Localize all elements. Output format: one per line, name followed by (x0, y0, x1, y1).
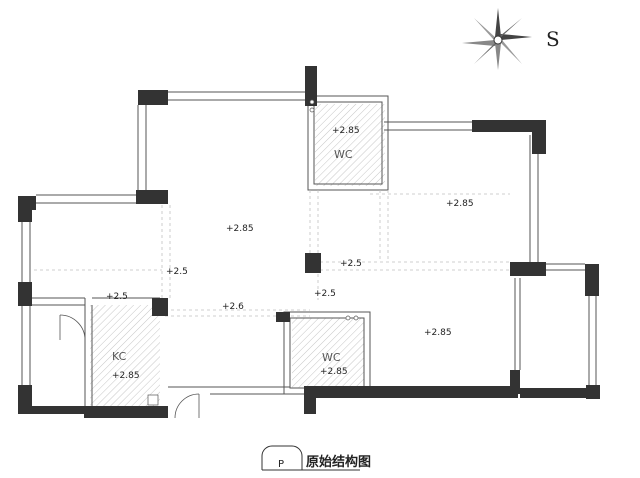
wc-bottom-label: WC (322, 351, 341, 364)
annotations: +2.85 WC +2.85 +2.85 +2.5 +2.5 +2.5 +2.5… (106, 126, 474, 381)
caption-title: 原始结构图 (306, 454, 371, 470)
compass-direction-label: S (546, 27, 560, 51)
bedroom-upper-right-elevation: +2.85 (446, 199, 474, 209)
kitchen-label: KC (112, 350, 127, 363)
wc-bottom-elevation: +2.85 (320, 367, 348, 377)
kitchen-elevation: +2.85 (112, 371, 140, 381)
hallway-elevation: +2.6 (222, 302, 244, 312)
door-swings (59, 314, 200, 419)
dashed-lines (34, 190, 510, 317)
fixtures (147, 99, 359, 406)
caption: P 原始结构图 (261, 445, 371, 471)
corridor-left-elevation: +2.5 (166, 267, 188, 277)
wc-top-label: WC (334, 148, 353, 161)
corridor-right-elevation: +2.5 (314, 289, 336, 299)
caption-badge: P (278, 459, 284, 470)
structural-walls (18, 66, 600, 418)
compass-rose-icon (462, 8, 532, 70)
hatched-areas (90, 104, 385, 410)
living-room-elevation: +2.85 (226, 224, 254, 234)
entry-top-elevation: +2.5 (106, 292, 128, 302)
bedroom-lower-right-elevation: +2.85 (424, 328, 452, 338)
corridor-center-elevation: +2.5 (340, 259, 362, 269)
wc-top-elevation: +2.85 (332, 126, 360, 136)
